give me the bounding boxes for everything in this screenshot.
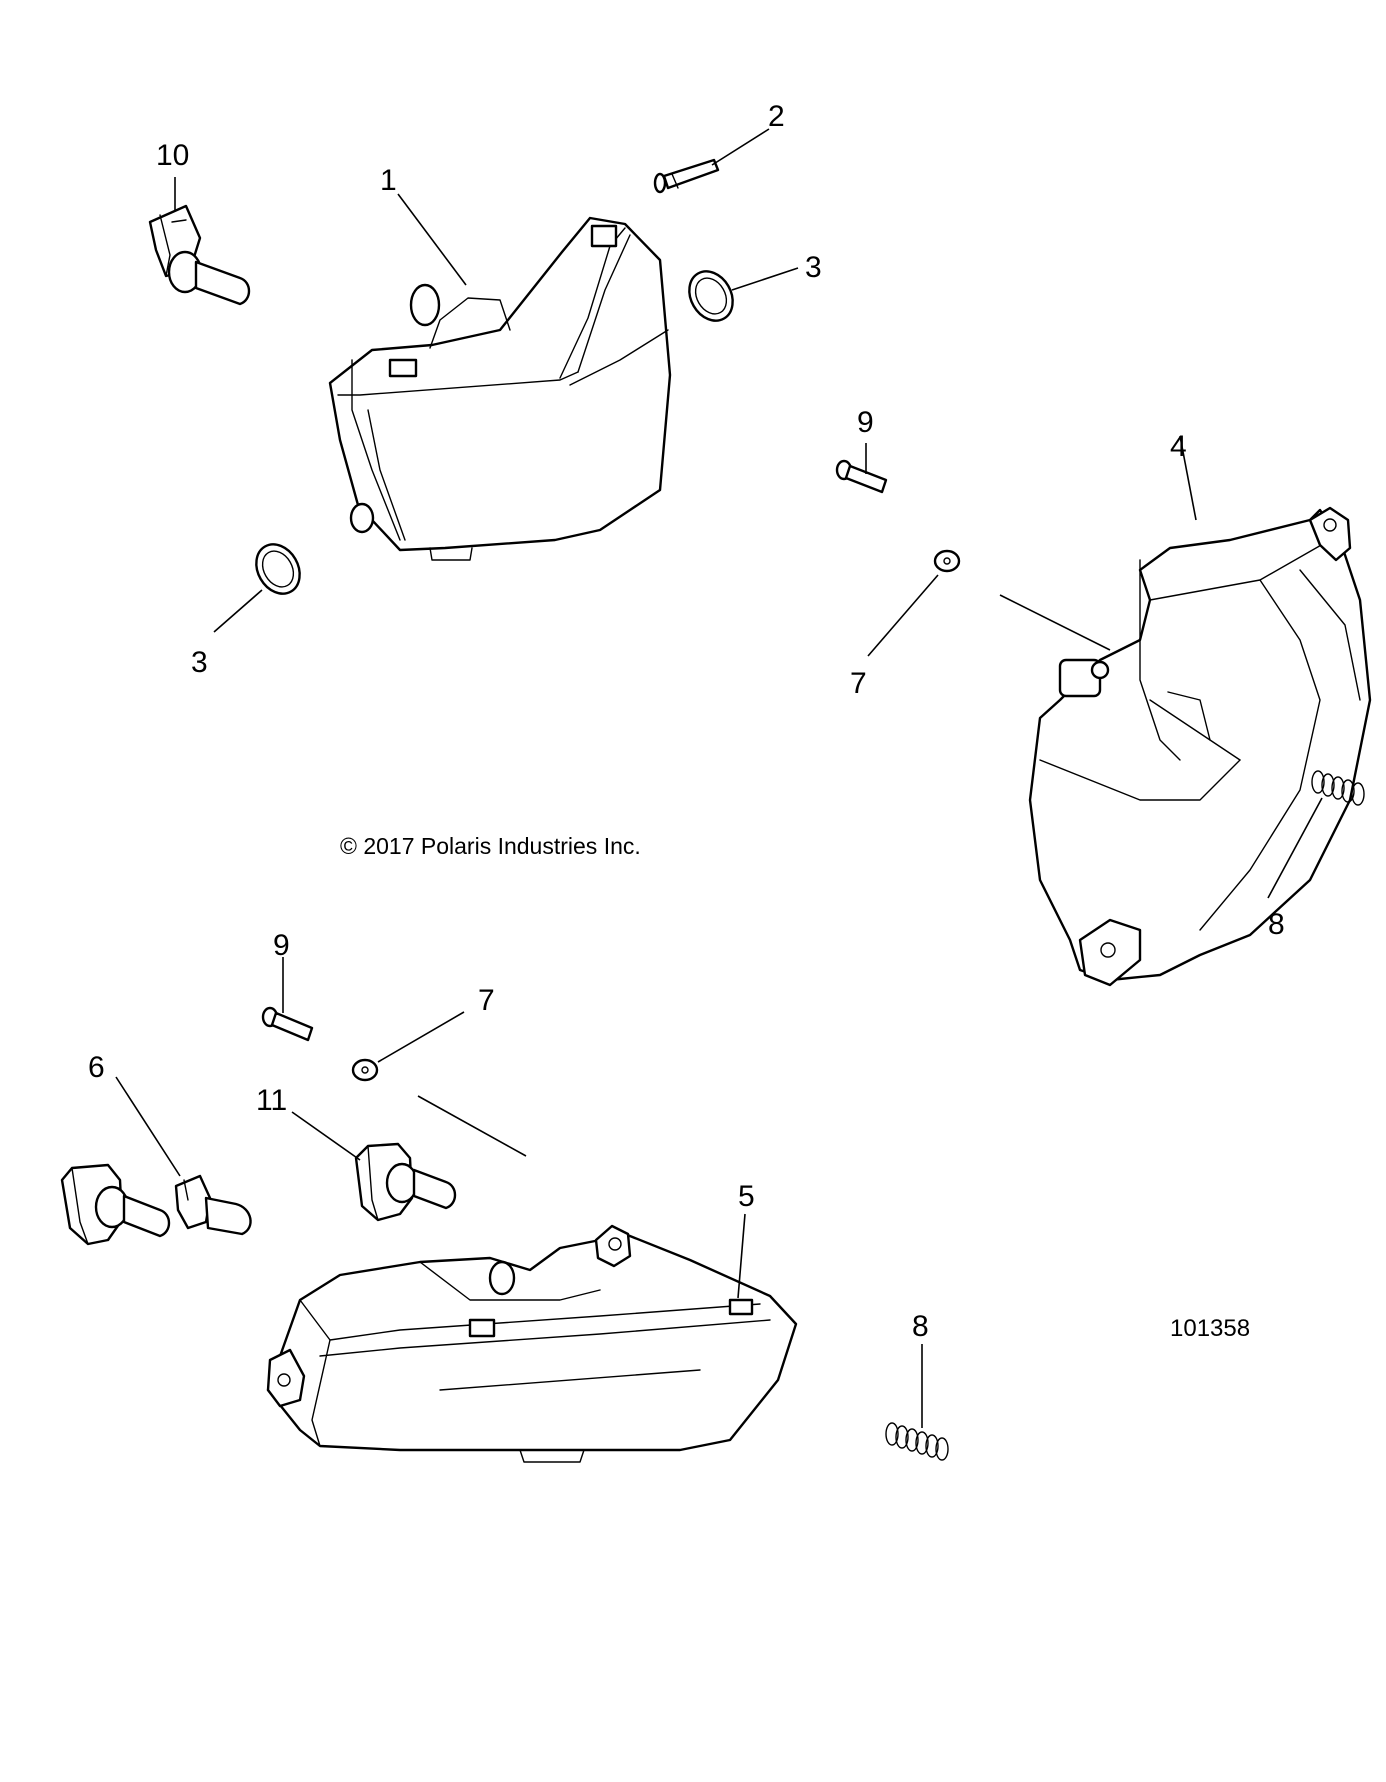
part-8-spring-right — [1311, 770, 1365, 806]
part-6-connector-bulb — [174, 1174, 252, 1236]
leader-11 — [291, 1111, 361, 1161]
part-3-oring-left-inner — [261, 550, 295, 588]
part-9-bolt-lower — [261, 1006, 314, 1042]
leader-1 — [397, 193, 467, 286]
callout-4: 4 — [1170, 430, 1187, 463]
copyright-notice: © 2017 Polaris Industries Inc. — [340, 833, 641, 859]
leader-3-top — [731, 267, 799, 291]
part-7-washer-lower — [351, 1058, 379, 1082]
callout-5: 5 — [738, 1180, 755, 1213]
callout-10: 10 — [156, 139, 189, 172]
callout-8-bottom: 8 — [912, 1310, 929, 1343]
callout-11: 11 — [256, 1084, 287, 1117]
part-2-pin — [653, 158, 720, 194]
callout-3-top: 3 — [805, 251, 822, 284]
leader-7-upper — [867, 574, 939, 657]
part-11-bulb — [354, 1142, 457, 1222]
leader-6 — [115, 1076, 181, 1177]
drawing-number: 101358 — [1170, 1315, 1250, 1342]
leader-3-left — [213, 589, 263, 633]
callout-9-upper: 9 — [857, 406, 874, 439]
part-3-oring-top — [688, 270, 734, 322]
leader-4 — [1179, 435, 1197, 521]
callout-6: 6 — [88, 1051, 105, 1084]
leader-7-lower — [377, 1011, 465, 1063]
part-4-lamp-right — [1028, 506, 1372, 987]
part-7-washer-upper — [933, 549, 961, 573]
callout-2: 2 — [768, 100, 785, 133]
part-3-oring-left — [255, 543, 301, 595]
part-10-bulb-socket — [148, 204, 251, 306]
axis-line-5 — [417, 1095, 527, 1157]
leader-5 — [737, 1213, 746, 1299]
callout-8-right: 8 — [1268, 908, 1285, 941]
leader-8-right — [1267, 797, 1323, 899]
callout-7-lower: 7 — [478, 984, 495, 1017]
part-9-bolt-upper — [835, 459, 888, 494]
callout-3-left: 3 — [191, 646, 208, 679]
callout-7-upper: 7 — [850, 667, 867, 700]
callout-9-lower: 9 — [273, 929, 290, 962]
part-5-lamp-bottom — [266, 1224, 798, 1463]
part-1-headlamp-housing — [328, 216, 672, 561]
part-6-bulb — [60, 1163, 171, 1246]
leader-2 — [711, 128, 770, 166]
axis-line-4 — [999, 594, 1111, 651]
callout-1: 1 — [380, 164, 397, 197]
part-3-oring-top-inner — [694, 277, 728, 315]
part-8-spring-bottom — [885, 1422, 949, 1461]
